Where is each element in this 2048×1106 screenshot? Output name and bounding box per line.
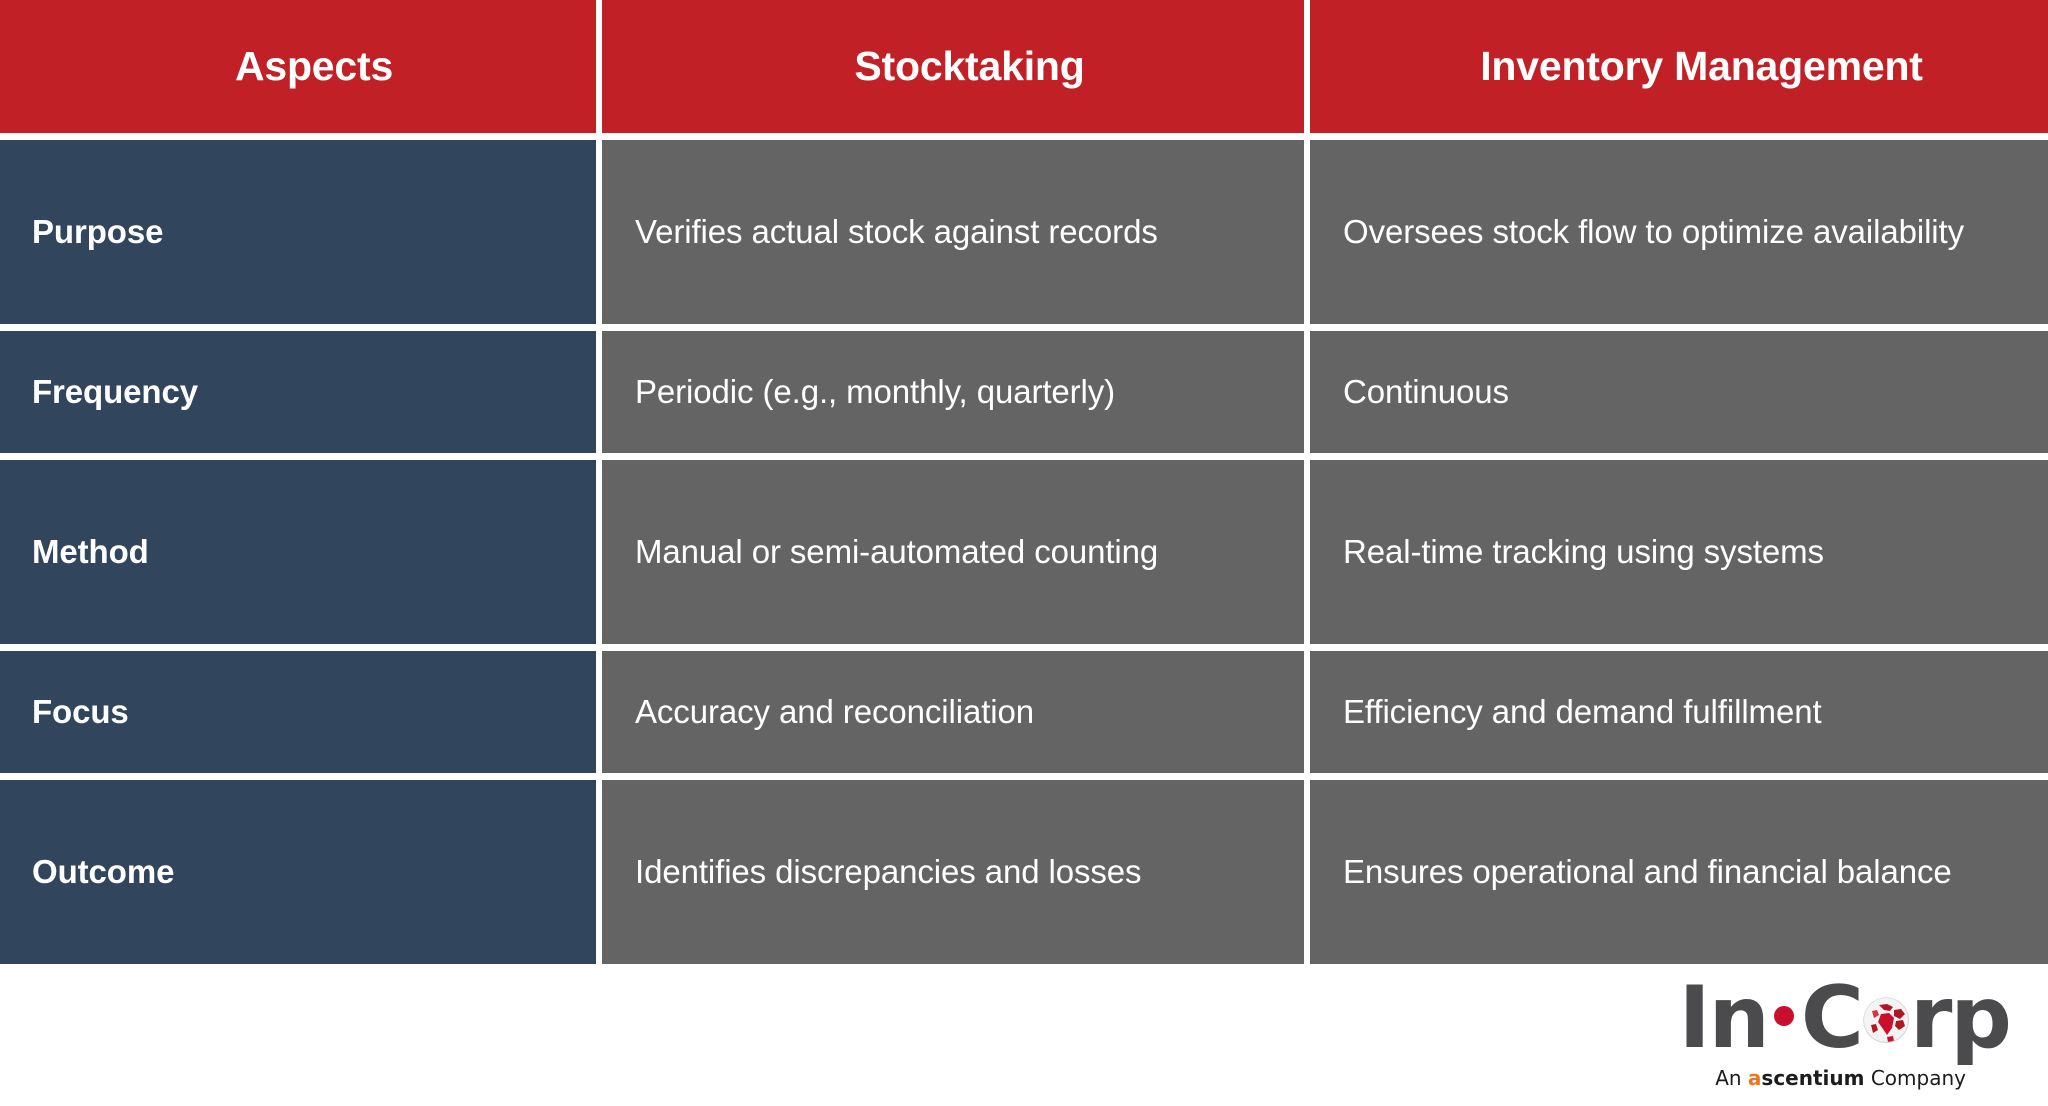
column-gutter (1304, 140, 1310, 324)
row-gutter (0, 324, 2048, 331)
column-gutter (596, 331, 602, 453)
row-gutter-cell (1304, 453, 1310, 460)
table-row: Frequency Periodic (e.g., monthly, quart… (0, 331, 2048, 453)
row-gutter-cell (1310, 324, 2048, 331)
logo-red-dot-icon (1773, 1006, 1794, 1026)
tagline-brand: scentium (1761, 1066, 1865, 1090)
row-gutter-cell (602, 644, 1304, 651)
cell-outcome-stocktaking: Identifies discrepancies and losses (602, 780, 1304, 964)
column-gutter (596, 0, 602, 133)
row-gutter-cell (0, 773, 596, 780)
logo-text-c: C (1800, 968, 1864, 1069)
cell-focus-stocktaking: Accuracy and reconciliation (602, 651, 1304, 773)
comparison-table: Aspects Stocktaking Inventory Management… (0, 0, 2048, 964)
row-gutter-cell (602, 324, 1304, 331)
row-gutter-cell (1310, 453, 2048, 460)
row-gutter-cell (602, 773, 1304, 780)
tagline-prefix: An (1715, 1066, 1748, 1090)
table-row: Purpose Verifies actual stock against re… (0, 140, 2048, 324)
row-gutter-cell (596, 133, 602, 140)
row-gutter-cell (596, 324, 602, 331)
row-gutter-cell (596, 644, 602, 651)
column-header-inventory-management: Inventory Management (1310, 0, 2048, 133)
tagline-suffix: Company (1864, 1066, 1966, 1090)
row-gutter (0, 133, 2048, 140)
column-gutter (596, 460, 602, 644)
incorp-logo: In C (1590, 968, 2012, 1090)
row-gutter-cell (1310, 773, 2048, 780)
column-gutter (1304, 780, 1310, 964)
row-gutter-cell (0, 324, 596, 331)
column-gutter (1304, 651, 1310, 773)
row-gutter-cell (602, 133, 1304, 140)
table-row: Method Manual or semi-automated counting… (0, 460, 2048, 644)
logo-tagline: An ascentium Company (1590, 1066, 2010, 1090)
row-gutter (0, 453, 2048, 460)
row-gutter (0, 773, 2048, 780)
logo-wordmark: In C (1590, 968, 2012, 1069)
cell-frequency-stocktaking: Periodic (e.g., monthly, quarterly) (602, 331, 1304, 453)
cell-method-inventory-management: Real-time tracking using systems (1310, 460, 2048, 644)
row-gutter-cell (1304, 644, 1310, 651)
row-label-frequency: Frequency (0, 331, 596, 453)
row-gutter-cell (596, 453, 602, 460)
row-gutter (0, 644, 2048, 651)
column-gutter (596, 140, 602, 324)
row-gutter-cell (0, 133, 596, 140)
tagline-brand-accent: a (1747, 1066, 1762, 1090)
row-gutter-cell (1304, 324, 1310, 331)
row-gutter-cell (1310, 644, 2048, 651)
row-gutter-cell (1310, 133, 2048, 140)
column-gutter (1304, 0, 1310, 133)
cell-purpose-stocktaking: Verifies actual stock against records (602, 140, 1304, 324)
logo-text-rp: rp (1910, 968, 2012, 1069)
row-gutter-cell (596, 773, 602, 780)
table-body: Purpose Verifies actual stock against re… (0, 133, 2048, 964)
column-header-stocktaking: Stocktaking (602, 0, 1304, 133)
column-gutter (1304, 460, 1310, 644)
column-gutter (596, 651, 602, 773)
cell-method-stocktaking: Manual or semi-automated counting (602, 460, 1304, 644)
row-label-method: Method (0, 460, 596, 644)
cell-focus-inventory-management: Efficiency and demand fulfillment (1310, 651, 2048, 773)
row-label-outcome: Outcome (0, 780, 596, 964)
table-row: Outcome Identifies discrepancies and los… (0, 780, 2048, 964)
table-header: Aspects Stocktaking Inventory Management (0, 0, 2048, 133)
logo-text-in: In (1678, 968, 1770, 1069)
table-header-row: Aspects Stocktaking Inventory Management (0, 0, 2048, 133)
cell-purpose-inventory-management: Oversees stock flow to optimize availabi… (1310, 140, 2048, 324)
cell-frequency-inventory-management: Continuous (1310, 331, 2048, 453)
row-label-purpose: Purpose (0, 140, 596, 324)
column-header-aspects: Aspects (0, 0, 596, 133)
globe-icon (1863, 997, 1910, 1043)
row-gutter-cell (0, 453, 596, 460)
column-gutter (1304, 331, 1310, 453)
row-gutter-cell (0, 644, 596, 651)
table-row: Focus Accuracy and reconciliation Effici… (0, 651, 2048, 773)
row-label-focus: Focus (0, 651, 596, 773)
cell-outcome-inventory-management: Ensures operational and financial balanc… (1310, 780, 2048, 964)
row-gutter-cell (1304, 773, 1310, 780)
column-gutter (596, 780, 602, 964)
row-gutter-cell (1304, 133, 1310, 140)
row-gutter-cell (602, 453, 1304, 460)
